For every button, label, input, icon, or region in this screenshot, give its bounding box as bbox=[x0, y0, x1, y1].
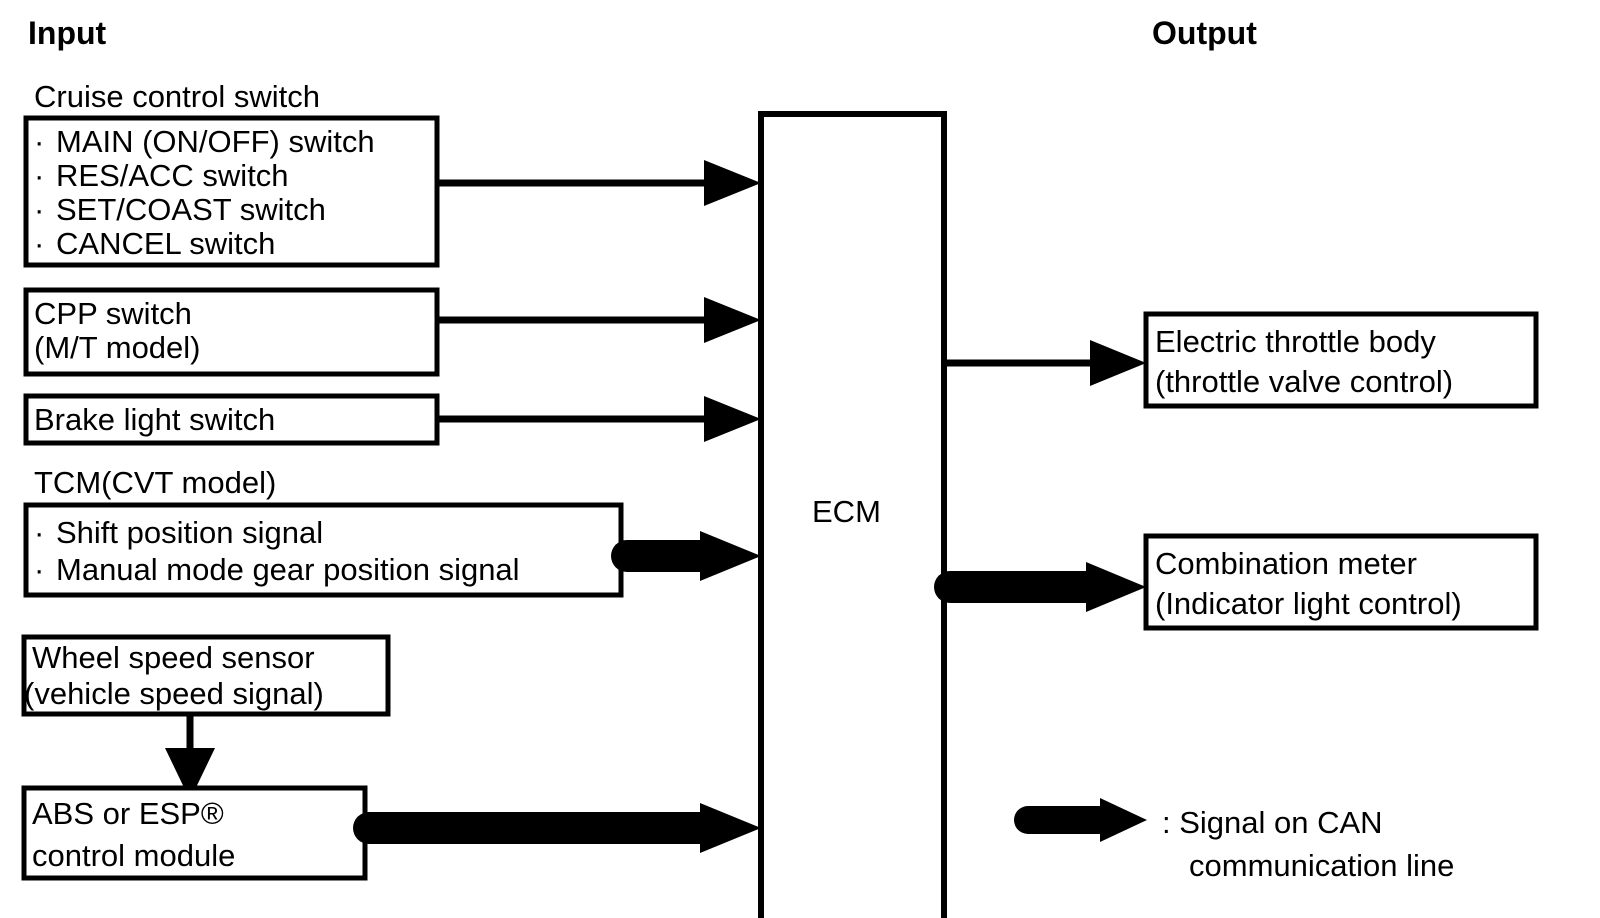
bullet-0-0: · bbox=[34, 124, 44, 159]
legend: : Signal on CAN communication line bbox=[1014, 798, 1454, 883]
wheel-speed-sensor-line2: (vehicle speed signal) bbox=[24, 676, 324, 711]
input-group-cpp-switch: CPP switch (M/T model) bbox=[23, 287, 761, 377]
input-group-brake-light-switch: Brake light switch bbox=[23, 393, 761, 446]
arrow-cpp-to-ecm bbox=[437, 297, 761, 343]
electric-throttle-body-line2: (throttle valve control) bbox=[1155, 364, 1453, 399]
ecm-label: ECM bbox=[812, 494, 881, 529]
input-group-abs-esp-control-module: ABS or ESP® control module bbox=[21, 785, 761, 881]
bullet-3-0: · bbox=[34, 515, 44, 550]
tcm-box bbox=[23, 502, 624, 598]
cruise-item-cancel: CANCEL switch bbox=[56, 226, 275, 261]
bullet-0-3: · bbox=[34, 226, 44, 261]
arrow-brake-to-ecm bbox=[437, 396, 761, 442]
arrow-cruise-to-ecm bbox=[437, 160, 761, 206]
cruise-control-switch-box bbox=[23, 115, 440, 268]
input-group-tcm: TCM(CVT model) · Shift position signal ·… bbox=[23, 465, 761, 598]
bullet-0-1: · bbox=[34, 158, 44, 193]
combination-meter-line1: Combination meter bbox=[1155, 546, 1417, 581]
can-arrow-abs-to-ecm bbox=[353, 803, 761, 853]
tcm-item-shift-position: Shift position signal bbox=[56, 515, 323, 550]
cpp-switch-line2: (M/T model) bbox=[34, 330, 201, 365]
page-title-input: Input bbox=[28, 15, 107, 51]
bullet-0-2: · bbox=[34, 192, 44, 227]
output-group-combination-meter: Combination meter (Indicator light contr… bbox=[934, 533, 1539, 631]
tcm-item-manual-mode: Manual mode gear position signal bbox=[56, 552, 520, 587]
legend-line2: communication line bbox=[1189, 848, 1454, 883]
can-arrow-tcm-to-ecm bbox=[611, 531, 761, 581]
tcm-caption: TCM(CVT model) bbox=[34, 465, 276, 500]
can-arrow-ecm-to-combination-meter bbox=[934, 562, 1146, 612]
output-group-electric-throttle-body: Electric throttle body (throttle valve c… bbox=[944, 311, 1539, 409]
electric-throttle-body-line1: Electric throttle body bbox=[1155, 324, 1436, 359]
arrow-ecm-to-throttle-body bbox=[944, 340, 1146, 386]
abs-esp-line1: ABS or ESP® bbox=[32, 796, 224, 831]
input-group-cruise-control-switch: Cruise control switch · MAIN (ON/OFF) sw… bbox=[23, 79, 761, 268]
abs-esp-line2: control module bbox=[32, 838, 235, 873]
page-title-output: Output bbox=[1152, 15, 1257, 51]
combination-meter-box bbox=[1143, 533, 1539, 631]
bullet-3-1: · bbox=[34, 552, 44, 587]
cruise-item-set-coast: SET/COAST switch bbox=[56, 192, 326, 227]
brake-light-switch-box bbox=[23, 393, 440, 446]
cruise-item-res-acc: RES/ACC switch bbox=[56, 158, 289, 193]
ecm-block: ECM bbox=[758, 111, 947, 918]
input-group-wheel-speed-sensor: Wheel speed sensor (vehicle speed signal… bbox=[21, 634, 391, 800]
cruise-control-switch-caption: Cruise control switch bbox=[34, 79, 320, 114]
electric-throttle-body-box bbox=[1143, 311, 1539, 409]
wheel-speed-sensor-line1: Wheel speed sensor bbox=[32, 640, 315, 675]
arrow-wheel-speed-to-abs bbox=[165, 714, 215, 800]
cruise-item-main: MAIN (ON/OFF) switch bbox=[56, 124, 375, 159]
legend-line1: : Signal on CAN bbox=[1162, 805, 1383, 840]
wheel-speed-sensor-box bbox=[21, 634, 391, 717]
brake-light-switch-line1: Brake light switch bbox=[34, 402, 275, 437]
legend-can-arrow-icon bbox=[1014, 798, 1147, 842]
cpp-switch-line1: CPP switch bbox=[34, 296, 192, 331]
cpp-switch-box bbox=[23, 287, 440, 377]
combination-meter-line2: (Indicator light control) bbox=[1155, 586, 1462, 621]
